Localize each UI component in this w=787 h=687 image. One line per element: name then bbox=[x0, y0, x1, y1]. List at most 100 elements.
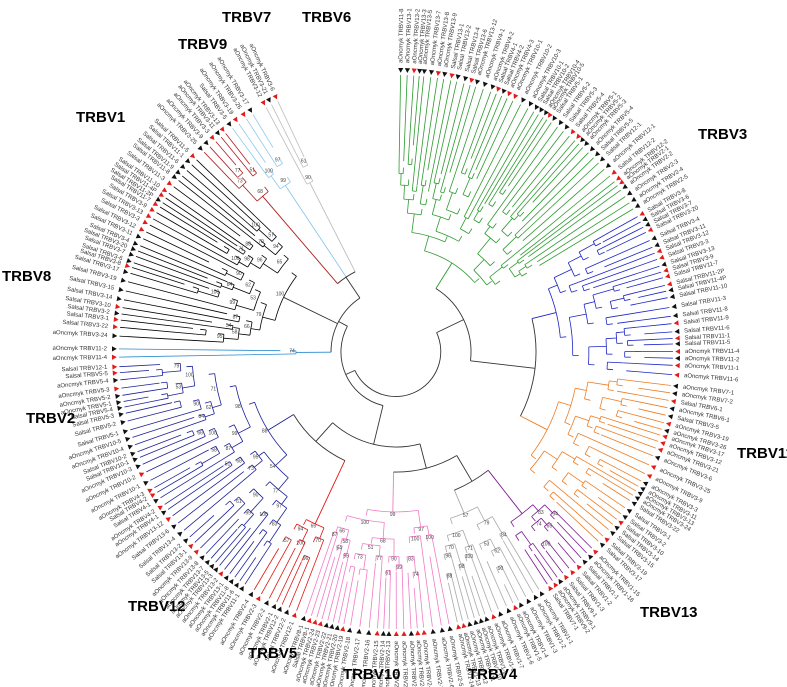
internal-branch bbox=[587, 322, 594, 325]
branch-arc bbox=[226, 249, 230, 254]
trout-leaf-marker bbox=[622, 515, 629, 520]
leaf-branch bbox=[146, 231, 210, 263]
branch-arc bbox=[435, 230, 459, 242]
internal-branch bbox=[291, 272, 297, 277]
internal-branch bbox=[242, 184, 258, 202]
trout-leaf-marker bbox=[114, 310, 120, 316]
internal-branch bbox=[353, 553, 356, 560]
salmon-leaf-marker bbox=[187, 543, 194, 550]
leaf-branch bbox=[599, 240, 650, 263]
salmon-leaf-marker bbox=[611, 169, 617, 175]
branch-arc bbox=[179, 400, 182, 408]
internal-branch bbox=[232, 503, 246, 517]
clade-stem bbox=[267, 414, 294, 431]
branch-arc bbox=[407, 555, 415, 557]
leaf-branch bbox=[557, 542, 576, 564]
internal-branch bbox=[301, 555, 305, 561]
clade-stem bbox=[435, 262, 453, 289]
trout-leaf-marker bbox=[112, 333, 118, 339]
clade-label-trbv3: TRBV3 bbox=[698, 126, 748, 143]
salmon-leaf-marker bbox=[666, 281, 673, 287]
leaf-branch bbox=[219, 527, 251, 566]
salmon-leaf-marker bbox=[656, 248, 663, 254]
internal-branch bbox=[254, 289, 261, 293]
internal-branch bbox=[549, 479, 557, 487]
internal-branch bbox=[616, 384, 623, 387]
salmon-leaf-marker bbox=[663, 267, 669, 273]
bootstrap-value: 100 bbox=[211, 289, 220, 295]
trout-leaf-marker bbox=[199, 555, 205, 561]
internal-branch bbox=[241, 243, 251, 251]
leaf-branch bbox=[602, 483, 631, 501]
bootstrap-value: 57 bbox=[463, 513, 469, 519]
internal-branch bbox=[304, 159, 309, 166]
salmon-leaf-marker bbox=[209, 134, 215, 140]
internal-branch bbox=[487, 207, 501, 225]
internal-branch bbox=[190, 465, 204, 473]
internal-branch bbox=[508, 261, 519, 270]
internal-branch bbox=[365, 509, 368, 516]
internal-branch bbox=[530, 454, 537, 460]
leaf-branch bbox=[130, 272, 180, 289]
branch-arc bbox=[355, 553, 366, 556]
bootstrap-value: 83 bbox=[272, 522, 278, 528]
leaf-branch bbox=[471, 575, 486, 615]
leaf-branch bbox=[177, 471, 245, 524]
trout-leaf-marker bbox=[447, 626, 453, 632]
leaf-branch bbox=[608, 216, 638, 233]
internal-branch bbox=[195, 333, 206, 336]
internal-branch bbox=[411, 213, 415, 233]
internal-branch bbox=[243, 514, 254, 526]
internal-branch bbox=[226, 451, 235, 458]
branch-arc bbox=[198, 399, 202, 410]
internal-branch bbox=[444, 546, 448, 553]
trout-leaf-marker bbox=[329, 623, 335, 630]
branch-arc bbox=[499, 192, 503, 195]
salmon-leaf-marker bbox=[496, 86, 502, 92]
bootstrap-value: 79 bbox=[484, 520, 490, 526]
branch-arc bbox=[443, 552, 451, 555]
internal-branch bbox=[605, 315, 616, 319]
internal-branch bbox=[303, 557, 311, 574]
internal-branch bbox=[378, 545, 381, 556]
branch-arc bbox=[235, 385, 251, 428]
bootstrap-value: 58 bbox=[232, 329, 238, 335]
internal-branch bbox=[247, 464, 253, 469]
bootstrap-value: 68 bbox=[380, 539, 386, 545]
salmon-leaf-marker bbox=[401, 631, 407, 636]
internal-branch bbox=[607, 361, 624, 364]
clade-stem bbox=[487, 470, 523, 514]
salmon-leaf-marker bbox=[218, 571, 224, 577]
internal-branch bbox=[473, 259, 485, 271]
trout-leaf-marker bbox=[534, 104, 540, 110]
branch-arc bbox=[567, 262, 575, 277]
internal-branch bbox=[238, 426, 251, 434]
internal-branch bbox=[262, 316, 276, 321]
salmon-leaf-marker bbox=[124, 262, 131, 268]
branch-arc bbox=[214, 373, 222, 406]
internal-branch bbox=[624, 326, 641, 329]
backbone-arc bbox=[435, 288, 472, 361]
clade-stem bbox=[338, 321, 348, 327]
salmon-leaf-marker bbox=[291, 612, 297, 618]
salmon-leaf-marker bbox=[149, 493, 156, 499]
leaf-branch bbox=[215, 542, 233, 563]
branch-arc bbox=[460, 228, 469, 235]
branch-arc bbox=[599, 416, 602, 422]
internal-branch bbox=[477, 506, 486, 521]
trout-leaf-marker bbox=[539, 591, 545, 597]
trout-leaf-marker bbox=[552, 115, 558, 121]
leaf-branch bbox=[119, 364, 161, 368]
leaf-branch bbox=[640, 323, 672, 328]
salmon-leaf-marker bbox=[670, 399, 677, 405]
internal-branch bbox=[560, 336, 567, 338]
branch-arc bbox=[529, 450, 545, 470]
leaf-branch bbox=[205, 518, 239, 554]
leaf-branch bbox=[343, 585, 352, 625]
trout-leaf-marker bbox=[482, 81, 488, 88]
leaf-label: aOncmyk TRBV2-8 bbox=[421, 639, 432, 687]
internal-branch bbox=[516, 198, 531, 215]
salmon-leaf-marker bbox=[616, 175, 622, 181]
bootstrap-value: 79 bbox=[256, 312, 262, 318]
leaf-branch bbox=[120, 326, 196, 335]
